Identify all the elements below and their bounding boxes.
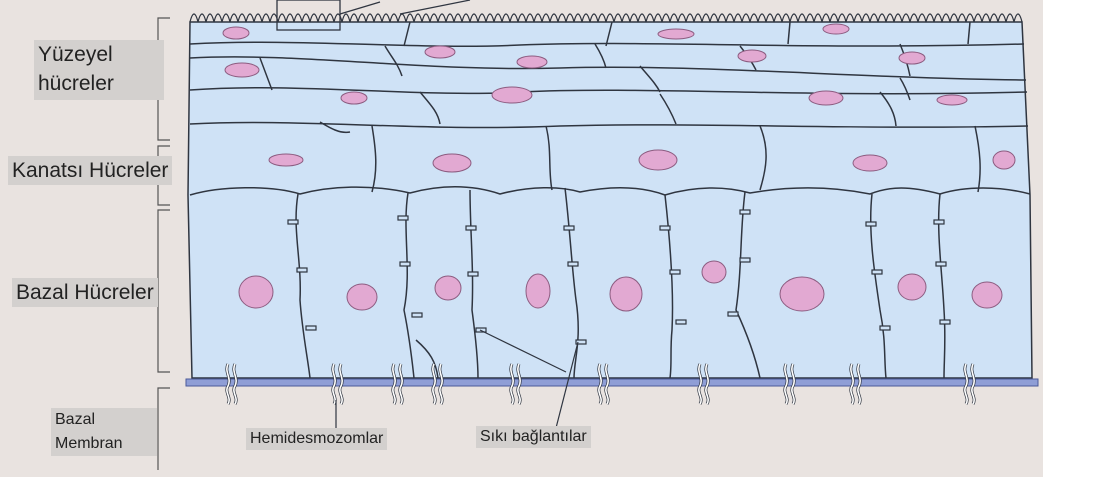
basal-membrane (186, 379, 1038, 386)
epithelium-body (188, 22, 1032, 378)
basal-membrane-label: Bazal Membran (51, 408, 157, 456)
hemidesmosomes-label: Hemidesmozomlar (246, 428, 387, 450)
superficial-cells-label: Yüzeyel hücreler (34, 40, 164, 100)
basal-cells-label: Bazal Hücreler (12, 278, 158, 307)
microvilli (190, 14, 1022, 22)
tight-junctions-label: Sıkı bağlantılar (476, 426, 591, 448)
wing-cells-label: Kanatsı Hücreler (8, 156, 172, 185)
